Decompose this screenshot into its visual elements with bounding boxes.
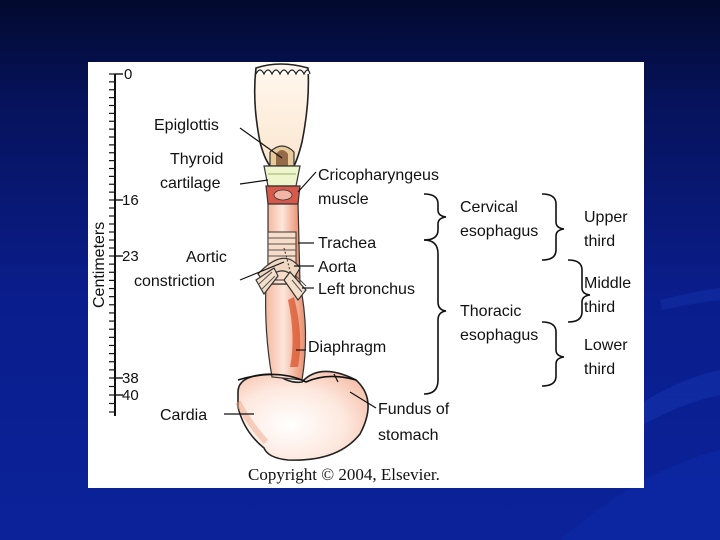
diagram-svg: 0 16 23 38 40 Centimeters [91, 63, 631, 484]
left-bronchus-shape [283, 271, 307, 302]
label-thyroid-1: Thyroid [170, 151, 223, 168]
scale-major-ticks [115, 73, 123, 396]
diaphragm-line [237, 373, 357, 383]
tick-label-0: 0 [124, 66, 132, 83]
scale-axis-title: Centimeters [91, 222, 108, 308]
tick-label-23: 23 [122, 248, 139, 265]
label-diaphragm: Diaphragm [308, 339, 386, 356]
label-thoracic-2: esophagus [460, 327, 538, 344]
label-cervical-1: Cervical [460, 199, 518, 216]
tick-label-40: 40 [122, 387, 139, 404]
scale-minor-ticks [109, 73, 115, 413]
label-cervical-2: esophagus [460, 223, 538, 240]
label-lower-2: third [584, 361, 615, 378]
leader-lines [224, 127, 377, 415]
label-trachea: Trachea [318, 235, 376, 252]
label-epiglottis: Epiglottis [154, 117, 219, 134]
label-thyroid-2: cartilage [160, 175, 221, 192]
label-middle-1: Middle [584, 275, 631, 292]
region-brackets [423, 193, 591, 395]
label-left-bronchus: Left bronchus [318, 281, 415, 298]
pharynx-shape [253, 63, 310, 167]
region-labels: Cervical esophagus Thoracic esophagus Up… [460, 199, 631, 378]
structure-labels: Epiglottis Thyroid cartilage Cricopharyn… [134, 117, 450, 444]
thyroid-cartilage-shape [263, 165, 301, 187]
label-upper-1: Upper [584, 209, 628, 226]
label-upper-2: third [584, 233, 615, 250]
esophagus-diagram: 0 16 23 38 40 Centimeters [88, 62, 644, 488]
label-fundus-1: Fundus of [378, 401, 450, 418]
label-lower-1: Lower [584, 337, 628, 354]
label-thoracic-1: Thoracic [460, 303, 521, 320]
tick-label-38: 38 [122, 370, 139, 387]
tick-label-16: 16 [122, 192, 139, 209]
label-fundus-2: stomach [378, 427, 438, 444]
label-cricopharyngeus-2: muscle [318, 191, 369, 208]
label-cricopharyngeus-1: Cricopharyngeus [318, 167, 439, 184]
label-aortic-2: constriction [134, 273, 215, 290]
label-middle-2: third [584, 299, 615, 316]
label-aorta: Aorta [318, 259, 356, 276]
copyright-text: Copyright © 2004, Elsevier. [248, 465, 440, 484]
label-cardia: Cardia [160, 407, 207, 424]
centimeter-scale: 0 16 23 38 40 Centimeters [91, 66, 139, 416]
esophagus-anatomy [235, 63, 369, 461]
label-aortic-1: Aortic [186, 249, 227, 266]
stomach-shape [237, 370, 369, 461]
